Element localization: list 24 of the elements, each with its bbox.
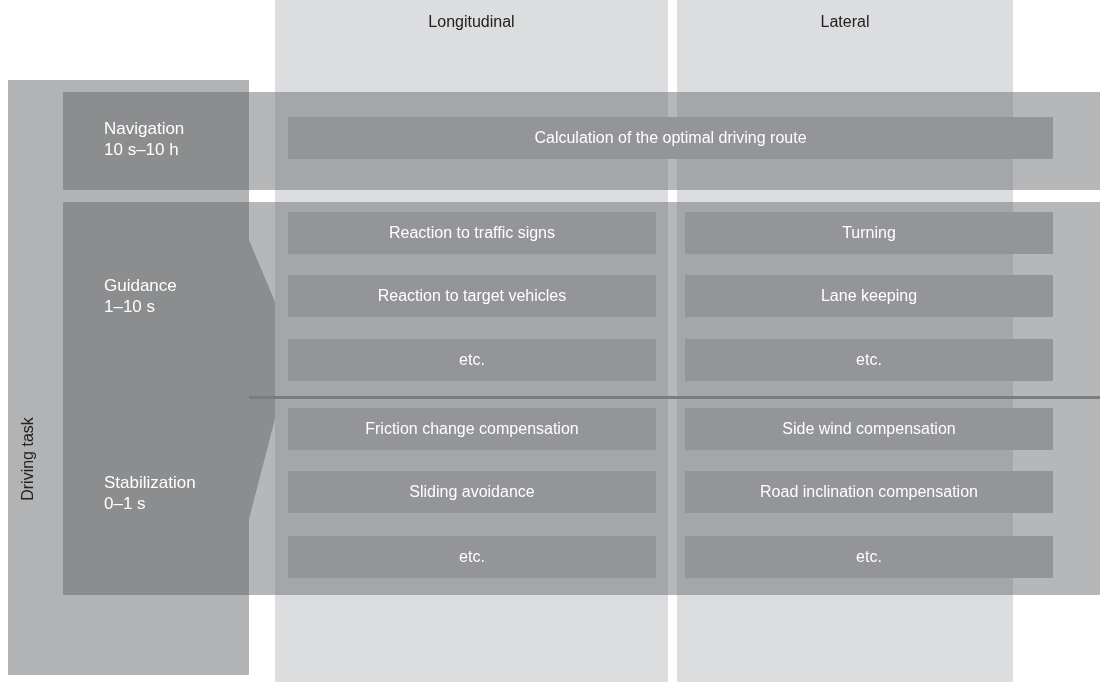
column-heading: Lateral [820,13,870,31]
task-box: etc. [288,339,656,381]
task-box: Road inclination compensation [685,471,1053,513]
task-box: Calculation of the optimal driving route [288,117,1053,159]
task-box: Reaction to traffic signs [288,212,656,254]
level-name: Guidance [104,275,177,296]
side-label: Driving task [19,416,37,503]
column-heading: Longitudinal [428,13,515,31]
task-box: Turning [685,212,1053,254]
time-range: 0–1 s [104,493,147,514]
task-box: Side wind compensation [685,408,1053,450]
side-band [8,80,249,675]
time-range: 1–10 s [104,296,157,317]
level-name: Stabilization [104,472,196,493]
task-box: etc. [685,536,1053,578]
task-box: etc. [288,536,656,578]
time-range: 10 s–10 h [104,139,180,160]
task-box: etc. [685,339,1053,381]
task-box: Friction change compensation [288,408,656,450]
task-box: Sliding avoidance [288,471,656,513]
level-header [63,92,249,190]
task-box: Lane keeping [685,275,1053,317]
level-name: Navigation [104,118,185,139]
task-box: Reaction to target vehicles [288,275,656,317]
